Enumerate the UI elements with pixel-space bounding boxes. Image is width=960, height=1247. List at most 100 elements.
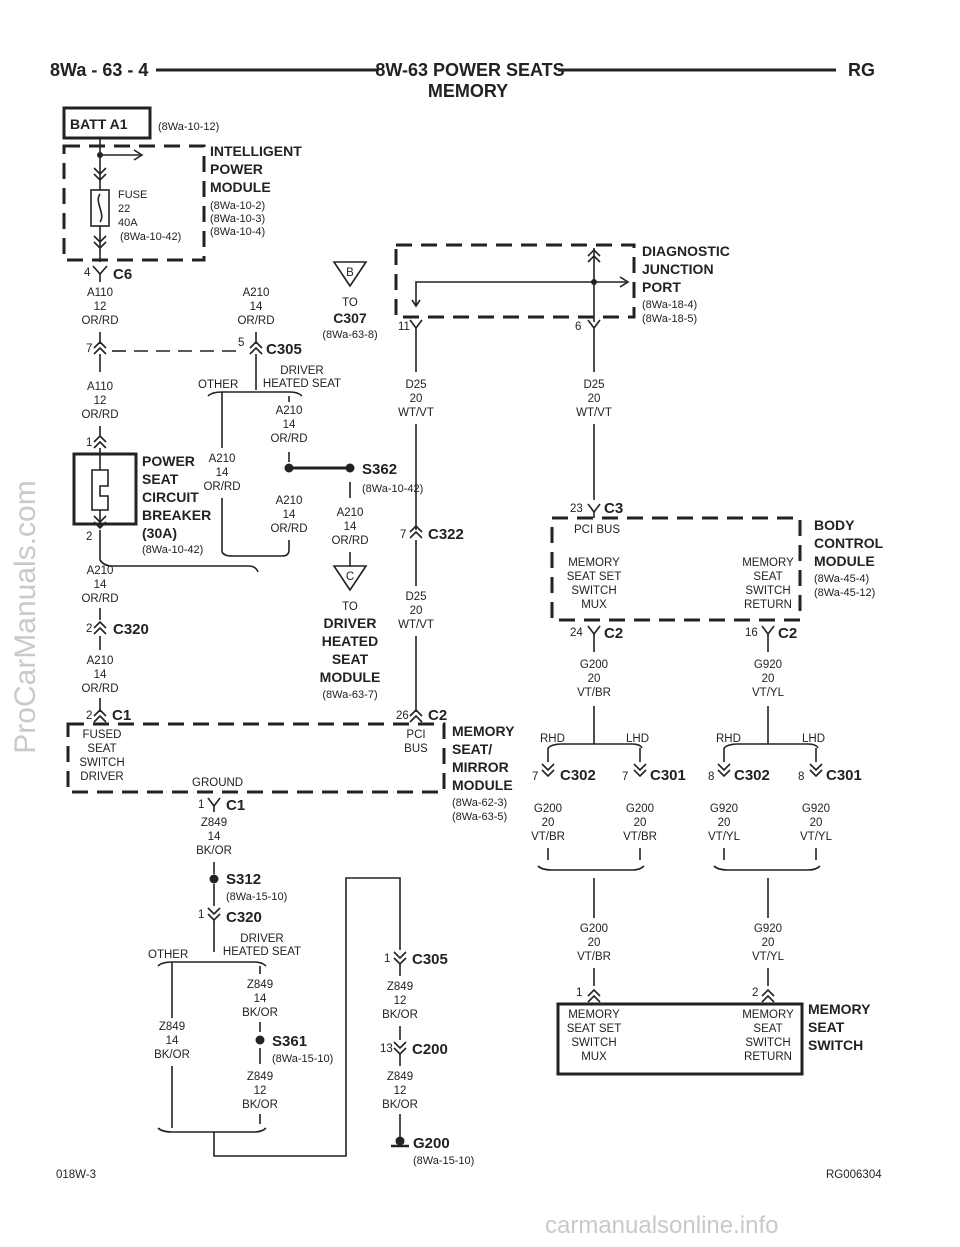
wire-z849-5-gauge: 12	[394, 995, 407, 1007]
wire-g200-top-code: G200	[580, 659, 608, 671]
bcm-c3-pin: 23	[570, 503, 583, 515]
g200-ref: (8Wa-15-10)	[413, 1155, 474, 1167]
msm-title-3: MIRROR	[452, 759, 509, 775]
mss-pin-1: 1	[576, 987, 582, 999]
wire-z849-6-gauge: 12	[394, 1085, 407, 1097]
msm-fused-3: SWITCH	[79, 757, 124, 769]
wire-g200-top-gauge: 20	[588, 673, 601, 685]
msm-ref-1: (8Wa-62-3)	[452, 797, 507, 809]
wire-g200-bot-color: VT/BR	[577, 951, 611, 963]
to-driver-to: TO	[342, 601, 358, 613]
memory-seat-switch-box	[556, 1002, 804, 1076]
mss-title-2: SEAT	[808, 1019, 845, 1035]
lhd-label-left: LHD	[626, 733, 649, 745]
msm-gnd-name: C1	[226, 797, 245, 814]
s361-name: S361	[272, 1033, 307, 1050]
bottom-watermark: carmanualsonline.info	[545, 1212, 779, 1239]
mss-left-text-2: SEAT SET	[567, 1023, 622, 1035]
wire-d25-3-color: WT/VT	[398, 619, 434, 631]
c301-8-name: C301	[826, 767, 862, 784]
mss-pin-2: 2	[752, 987, 758, 999]
fuse-label: FUSE	[118, 189, 147, 201]
off-page-connector-b	[332, 261, 368, 288]
wire-d25-3-gauge: 20	[410, 605, 423, 617]
to-driver-name-3: SEAT	[332, 651, 369, 667]
ipm-ref-3: (8Wa-10-4)	[210, 226, 265, 238]
rhd-label-right: RHD	[716, 733, 741, 745]
wire-g920-top-color: VT/YL	[752, 687, 785, 699]
bcm-c2-right-pin: 16	[745, 627, 758, 639]
c320-bot-pin: 1	[198, 909, 204, 921]
wire-g200-rhd-code: G200	[534, 803, 562, 815]
s361-ref: (8Wa-15-10)	[272, 1053, 333, 1065]
c302-8-pin: 8	[708, 771, 714, 783]
page-title-line2: MEMORY	[428, 81, 508, 101]
breaker-pin-bottom: 2	[86, 531, 92, 543]
fuse-ref: (8Wa-10-42)	[120, 231, 181, 243]
wire-z849-2-code: Z849	[247, 979, 273, 991]
wire-a210-b2-code: A210	[87, 655, 114, 667]
wire-a210-top-code: A210	[243, 287, 270, 299]
bcm-right-text-1: MEMORY	[742, 557, 794, 569]
wire-g200-rhd-gauge: 20	[542, 817, 555, 829]
wire-z849-4-code: Z849	[247, 1071, 273, 1083]
bcm-c2-left-name: C2	[604, 625, 623, 642]
c320-top-name: C320	[113, 621, 149, 638]
off-page-connector-c	[332, 565, 368, 592]
batt-a1-box	[62, 106, 152, 140]
breaker-pin-top: 1	[86, 437, 92, 449]
rhd-label-left: RHD	[540, 733, 565, 745]
wire-z849-3-color: BK/OR	[154, 1049, 190, 1061]
fuse-rating: 40A	[118, 217, 138, 229]
c322-name: C322	[428, 526, 464, 543]
fuse-number: 22	[118, 203, 130, 215]
to-c307-ref: (8Wa-63-8)	[322, 329, 377, 341]
msm-box	[66, 722, 446, 794]
mss-right-text-1: MEMORY	[742, 1009, 794, 1021]
to-driver-name-2: HEATED	[322, 633, 379, 649]
footer-left-code: 018W-3	[56, 1169, 96, 1181]
djp-title-3: PORT	[642, 279, 681, 295]
wire-a210-b2-gauge: 14	[94, 669, 107, 681]
split-bot-driver-2: HEATED SEAT	[223, 946, 301, 958]
ipm-ref-1: (8Wa-10-2)	[210, 200, 265, 212]
split-top-driver-2: HEATED SEAT	[263, 378, 341, 390]
bcm-c2-left-pin: 24	[570, 627, 583, 639]
wire-a110-mid-gauge: 12	[94, 395, 107, 407]
msm-ground: GROUND	[192, 777, 243, 789]
c320-top-pin: 2	[86, 623, 92, 635]
wire-d25-1-code: D25	[405, 379, 426, 391]
s362-splice-dot-right	[345, 463, 355, 473]
msm-c1-pin: 2	[86, 710, 92, 722]
wire-a210-r3-code: A210	[337, 507, 364, 519]
wire-g920-lhd-gauge: 20	[810, 817, 823, 829]
wire-g920-lhd-code: G920	[802, 803, 830, 815]
c301-8-pin: 8	[798, 771, 804, 783]
wire-a210-r3-gauge: 14	[344, 521, 357, 533]
msm-fused-4: DRIVER	[80, 771, 123, 783]
wire-d25-2-gauge: 20	[588, 393, 601, 405]
bcm-left-text-3: SWITCH	[571, 585, 616, 597]
breaker-title-4: BREAKER	[142, 507, 211, 523]
msm-c2-name: C2	[428, 707, 447, 724]
wire-a110-top-gauge: 12	[94, 301, 107, 313]
mss-right-text-4: RETURN	[744, 1051, 792, 1063]
mss-title-3: SWITCH	[808, 1037, 863, 1053]
bcm-ref-2: (8Wa-45-12)	[814, 587, 875, 599]
wire-g200-bot-gauge: 20	[588, 937, 601, 949]
msm-fused-2: SEAT	[87, 743, 116, 755]
mss-right-text-3: SWITCH	[745, 1037, 790, 1049]
wire-z849-5-color: BK/OR	[382, 1009, 418, 1021]
msm-title-2: SEAT/	[452, 741, 492, 757]
to-driver-name-1: DRIVER	[324, 615, 377, 631]
wire-g200-rhd-color: VT/BR	[531, 831, 565, 843]
c305-top-pin-right: 5	[238, 337, 244, 349]
batt-a1-ref: (8Wa-10-12)	[158, 121, 219, 133]
g200-name: G200	[413, 1135, 450, 1152]
wire-a210-top-gauge: 14	[250, 301, 263, 313]
wire-z849-1-code: Z849	[201, 817, 227, 829]
ipm-title-3: MODULE	[210, 179, 271, 195]
ipm-title-1: INTELLIGENT	[210, 143, 302, 159]
